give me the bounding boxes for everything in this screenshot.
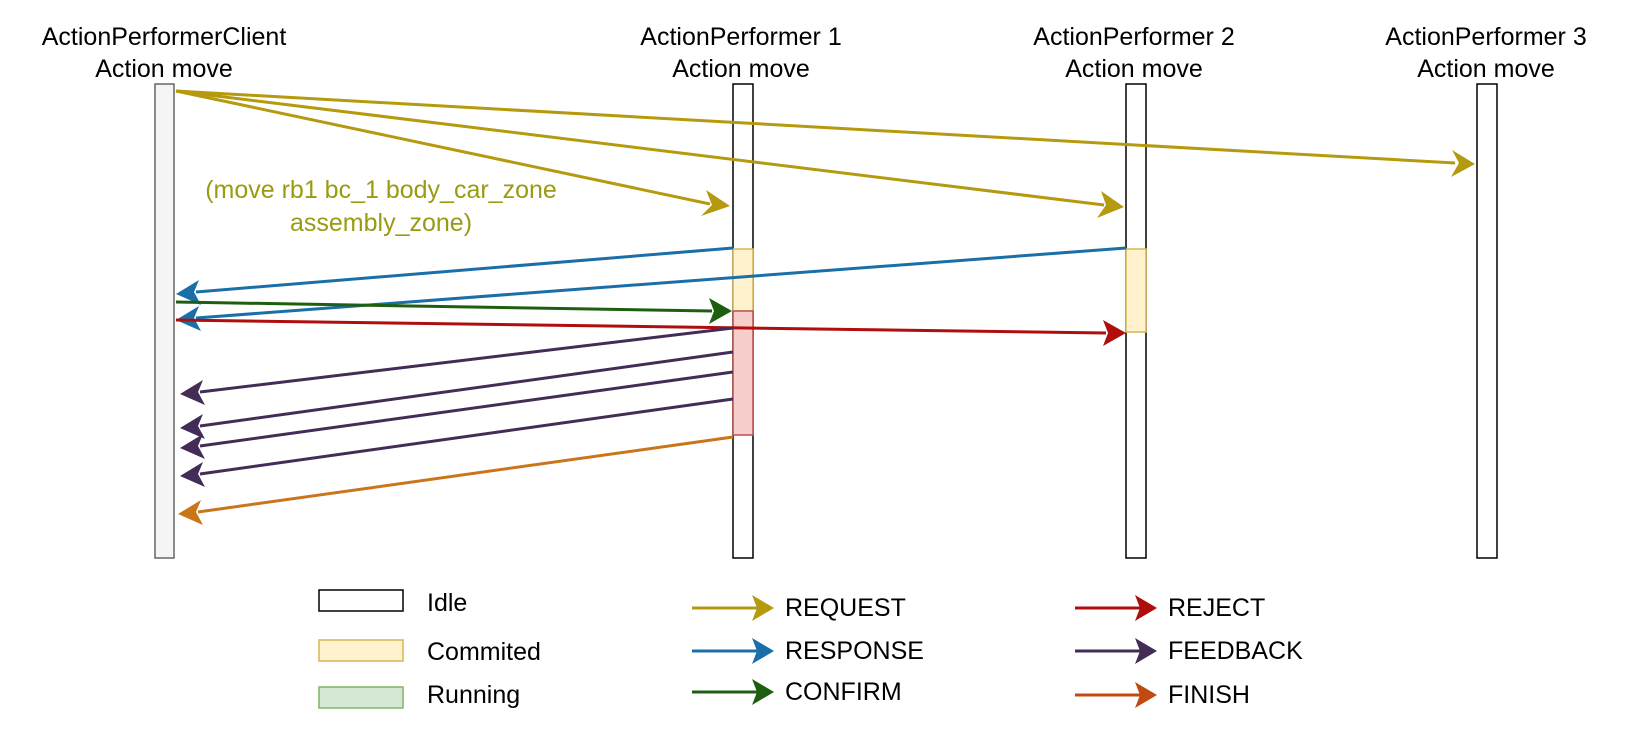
legend-response-arrowhead <box>752 638 774 664</box>
arrowhead <box>1103 320 1126 346</box>
legend-committed-swatch <box>318 639 404 662</box>
legend-reject: REJECT <box>1075 594 1265 622</box>
feedback-arrow-4 <box>199 397 734 476</box>
finish-arrow <box>178 435 734 525</box>
legend-confirm-arrowhead <box>752 679 774 705</box>
participant-client-header: ActionPerformerClient Action move <box>42 23 287 83</box>
participant-performer2-header: ActionPerformer 2 Action move <box>1033 23 1234 83</box>
arrowhead <box>176 306 201 331</box>
participant-name: ActionPerformer 1 <box>640 23 841 51</box>
legend-running-label: Running <box>427 681 520 709</box>
arrowhead <box>1451 150 1475 177</box>
legend-response-label: RESPONSE <box>785 637 924 665</box>
finish-arrow-performer1 <box>197 435 734 514</box>
feedback-arrow-2 <box>199 350 734 428</box>
legend-states: Idle Commited Running <box>318 589 541 709</box>
request-note-line1: (move rb1 bc_1 body_car_zone <box>205 176 557 204</box>
legend-finish-arrowhead <box>1135 682 1157 708</box>
arrowhead <box>180 434 205 459</box>
arrowhead <box>176 280 201 305</box>
participant-name: ActionPerformer 3 <box>1385 23 1586 51</box>
participant-performer1-header: ActionPerformer 1 Action move <box>640 23 841 83</box>
legend-request-arrowhead <box>752 595 774 621</box>
performer3-lifeline <box>1476 83 1498 559</box>
legend-idle: Idle <box>318 589 467 617</box>
confirm-arrow <box>175 298 732 324</box>
legend-response: RESPONSE <box>692 637 924 665</box>
participant-name: ActionPerformerClient <box>42 23 287 51</box>
arrowhead <box>180 414 205 439</box>
legend-feedback-arrowhead <box>1135 638 1157 664</box>
legend-running: Running <box>318 681 520 709</box>
legend-request: REQUEST <box>692 594 906 622</box>
request-note-line2: assembly_zone) <box>290 209 472 237</box>
arrowhead <box>180 380 205 405</box>
request-arrow-performer2 <box>175 89 1105 207</box>
arrowhead <box>180 462 205 487</box>
legend-reject-label: REJECT <box>1168 594 1265 622</box>
response-arrows <box>176 246 1127 331</box>
reject-arrow <box>175 318 1126 346</box>
legend-idle-swatch <box>318 589 404 612</box>
legend-committed-label: Commited <box>427 638 541 666</box>
reject-arrow-performer2 <box>175 318 1107 335</box>
legend-idle-label: Idle <box>427 589 467 617</box>
performer1-running-state <box>732 310 754 436</box>
legend-request-label: REQUEST <box>785 594 906 622</box>
legend-finish: FINISH <box>1075 681 1250 709</box>
response-arrow-performer1 <box>195 246 734 294</box>
legend-feedback: FEEDBACK <box>1075 637 1303 665</box>
feedback-arrow-3 <box>199 370 734 448</box>
legend-reject-arrowhead <box>1135 595 1157 621</box>
participant-name: ActionPerformer 2 <box>1033 23 1234 51</box>
request-arrows <box>175 89 1475 218</box>
performer1-committed-state <box>732 248 754 312</box>
legend-confirm-label: CONFIRM <box>785 678 902 706</box>
arrowhead <box>1097 191 1124 218</box>
confirm-arrow-performer1 <box>175 300 713 313</box>
request-arrow-performer3 <box>175 89 1456 165</box>
request-arrow-performer1 <box>175 89 711 206</box>
response-arrow-performer2 <box>195 246 1127 320</box>
legend-running-swatch <box>318 686 404 709</box>
arrowhead <box>709 298 732 324</box>
feedback-arrow-1 <box>199 326 734 394</box>
participant-action: Action move <box>1417 55 1555 83</box>
legend-confirm: CONFIRM <box>692 678 902 706</box>
participant-action: Action move <box>95 55 233 83</box>
legend-finish-label: FINISH <box>1168 681 1250 709</box>
performer2-committed-state <box>1125 248 1147 333</box>
legend-committed: Commited <box>318 638 541 666</box>
participant-action: Action move <box>672 55 810 83</box>
participant-action: Action move <box>1065 55 1203 83</box>
arrowhead <box>701 190 730 216</box>
client-lifeline <box>154 83 175 559</box>
participant-performer3-header: ActionPerformer 3 Action move <box>1385 23 1586 83</box>
legend-feedback-label: FEEDBACK <box>1168 637 1303 665</box>
legend-messages: REQUEST RESPONSE CONFIRM REJECT FEEDBACK… <box>692 594 1303 709</box>
arrowhead <box>178 500 203 525</box>
feedback-arrows <box>180 326 734 487</box>
